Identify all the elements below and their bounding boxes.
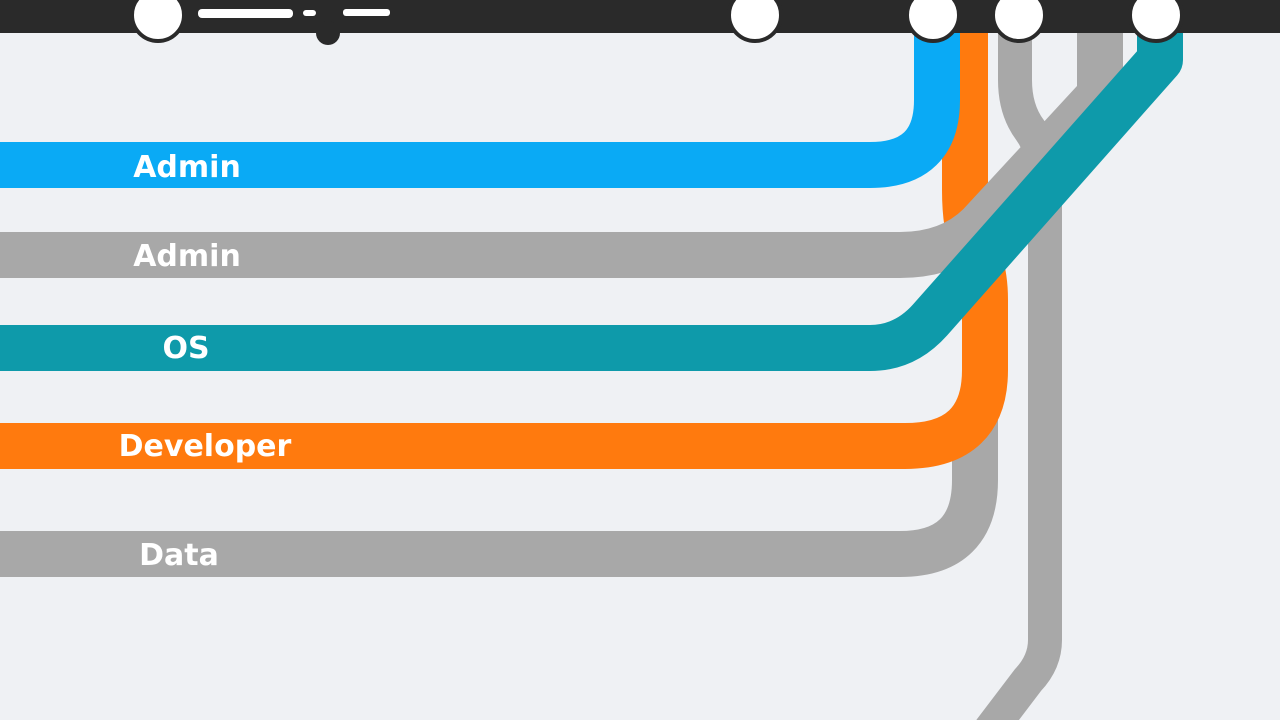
station-1: [130, 0, 186, 43]
top-bar-dash: [198, 9, 293, 18]
line-admin-blue: [0, 20, 960, 188]
station-4: [991, 0, 1047, 43]
label-admin-gray: Admin: [133, 239, 241, 274]
label-os: OS: [162, 331, 209, 366]
top-bar-dot: [303, 10, 316, 16]
top-bar-short-dash: [343, 9, 390, 16]
line-data: [0, 420, 998, 577]
station-3: [905, 0, 961, 43]
line-os: [0, 20, 1183, 371]
label-developer: Developer: [119, 429, 292, 464]
line-admin-gray: [0, 20, 1123, 278]
label-admin-blue: Admin: [133, 150, 241, 185]
label-data: Data: [139, 538, 219, 573]
top-bar-knob: [316, 21, 340, 45]
top-bar: [0, 0, 1280, 33]
station-2: [727, 0, 783, 43]
station-5: [1128, 0, 1184, 43]
